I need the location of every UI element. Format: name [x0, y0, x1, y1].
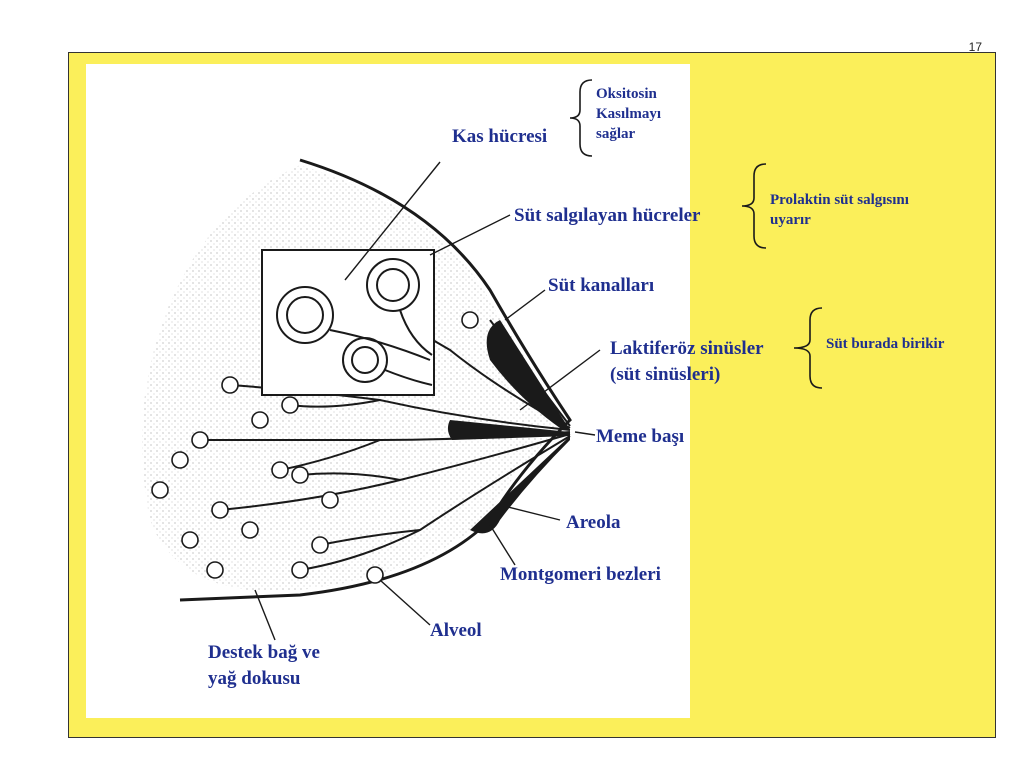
breast-outline — [179, 158, 572, 602]
label-areola: Areola — [566, 512, 621, 533]
note-prolaktin: Prolaktin süt salgısını — [770, 192, 909, 208]
brace-prolaktin — [741, 163, 767, 249]
label-sut-sinusleri: (süt sinüsleri) — [610, 364, 721, 385]
label-yag-dokusu: yağ dokusu — [208, 668, 301, 689]
label-sut-salgilayan-hucreler: Süt salgılayan hücreler — [514, 205, 701, 226]
note-oksitosin: Oksitosin — [596, 86, 657, 102]
note-sut-burada-birikir: Süt burada birikir — [826, 336, 945, 352]
label-montgomeri-bezleri: Montgomeri bezleri — [500, 564, 661, 585]
note-uyarir: uyarır — [770, 212, 811, 228]
magnified-alveoli — [276, 258, 433, 386]
label-alveol: Alveol — [430, 620, 482, 641]
note-saglar: sağlar — [596, 126, 636, 142]
brace-sut-burada — [793, 307, 823, 389]
label-laktiferoz-sinusler: Laktiferöz sinüsler — [610, 338, 764, 359]
label-destek-bag: Destek bağ ve — [208, 642, 320, 663]
brace-oksitosin — [569, 79, 593, 157]
note-kasilmayi: Kasılmayı — [596, 106, 662, 122]
label-sut-kanallari: Süt kanalları — [548, 275, 655, 296]
pointer-lines — [254, 161, 601, 641]
slide-number: 17 — [968, 40, 982, 54]
label-meme-basi: Meme başı — [596, 426, 685, 447]
lactiferous-sinuses — [447, 320, 570, 534]
alveoli — [151, 291, 479, 584]
label-kas-hucresi: Kas hücresi — [452, 126, 548, 147]
